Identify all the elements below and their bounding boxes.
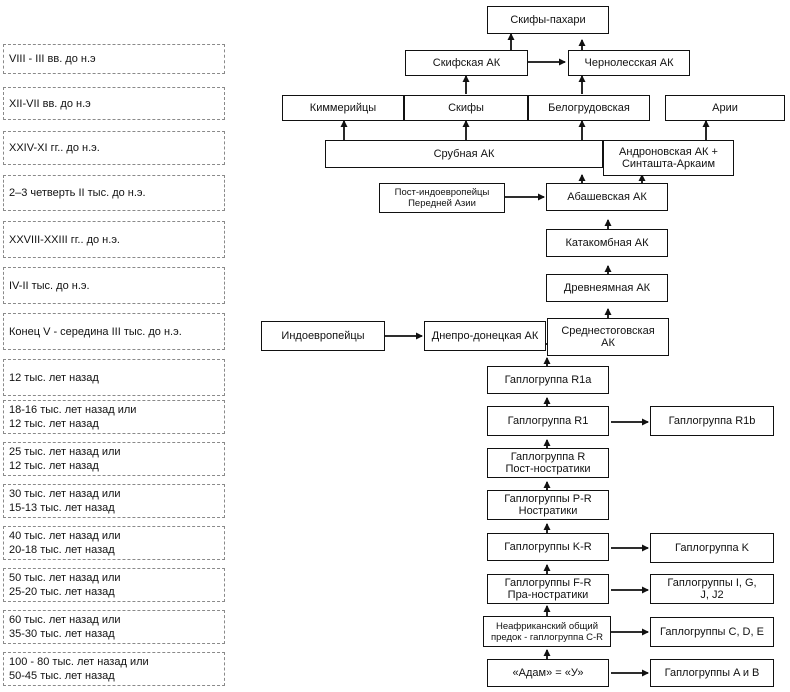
node-hg-pr: Гаплогруппы P-R Ностратики (487, 490, 609, 520)
period-10: 25 тыс. лет назад или 12 тыс. лет назад (3, 442, 225, 476)
node-hg-kr: Гаплогруппы K-R (487, 533, 609, 561)
node-srubnaya-ak: Срубная АК (325, 140, 603, 168)
node-arii: Арии (665, 95, 785, 121)
period-2: XII-VII вв. до н.э (3, 87, 225, 120)
node-nonafrican-cr: Неафриканский общий предок - гаплогруппа… (483, 616, 611, 647)
node-skifskaya-ak: Скифская АК (405, 50, 528, 76)
node-indoevropeytsy: Индоевропейцы (261, 321, 385, 351)
period-13: 50 тыс. лет назад или 25-20 тыс. лет наз… (3, 568, 225, 602)
node-dnepro-donetskaya-ak: Днепро-донецкая АК (424, 321, 546, 351)
node-hg-r1b: Гаплогруппа R1b (650, 406, 774, 436)
node-hg-igj: Гаплогруппы I, G, J, J2 (650, 574, 774, 604)
node-hg-k: Гаплогруппа K (650, 533, 774, 563)
node-hg-r1: Гаплогруппа R1 (487, 406, 609, 436)
node-skify-pahari: Скифы-пахари (487, 6, 609, 34)
period-14: 60 тыс. лет назад или 35-30 тыс. лет наз… (3, 610, 225, 644)
node-katakombnaya-ak: Катакомбная АК (546, 229, 668, 257)
node-srednestogovskaya-ak: Среднестоговская АК (547, 318, 669, 356)
node-kimmeriytsy: Киммерийцы (282, 95, 404, 121)
node-drevneyamnaya-ak: Древнеямная АК (546, 274, 668, 302)
period-15: 100 - 80 тыс. лет назад или 50-45 тыс. л… (3, 652, 225, 686)
period-8: 12 тыс. лет назад (3, 359, 225, 396)
period-1: VIII - III вв. до н.э (3, 44, 225, 74)
node-hg-r: Гаплогруппа R Пост-ностратики (487, 448, 609, 478)
node-hg-cde: Гаплогруппы C, D, E (650, 617, 774, 647)
period-12: 40 тыс. лет назад или 20-18 тыс. лет наз… (3, 526, 225, 560)
period-11: 30 тыс. лет назад или 15-13 тыс. лет наз… (3, 484, 225, 518)
period-3: XXIV-XI гг.. до н.э. (3, 131, 225, 165)
node-hg-r1a: Гаплогруппа R1a (487, 366, 609, 394)
node-post-indoevropeytsy: Пост-индоевропейцы Передней Азии (379, 183, 505, 213)
node-abashevskaya-ak: Абашевская АК (546, 183, 668, 211)
node-skify: Скифы (404, 95, 528, 121)
period-9: 18-16 тыс. лет назад или 12 тыс. лет наз… (3, 400, 225, 434)
node-andronovskaya-ak: Андроновская АК + Синташта-Аркаим (603, 140, 734, 176)
node-hg-ab: Гаплогруппы A и B (650, 659, 774, 687)
period-4: 2–3 четверть II тыс. до н.э. (3, 175, 225, 211)
node-hg-fr: Гаплогруппы F-R Пра-ностратики (487, 574, 609, 604)
period-5: XXVIII-XXIII гг.. до н.э. (3, 221, 225, 258)
period-6: IV-II тыс. до н.э. (3, 267, 225, 304)
period-7: Конец V - середина III тыс. до н.э. (3, 313, 225, 350)
node-chernolesskaya-ak: Чернолесская АК (568, 50, 690, 76)
node-belogrudovskaya: Белогрудовская (528, 95, 650, 121)
node-adam-y: «Адам» = «У» (487, 659, 609, 687)
